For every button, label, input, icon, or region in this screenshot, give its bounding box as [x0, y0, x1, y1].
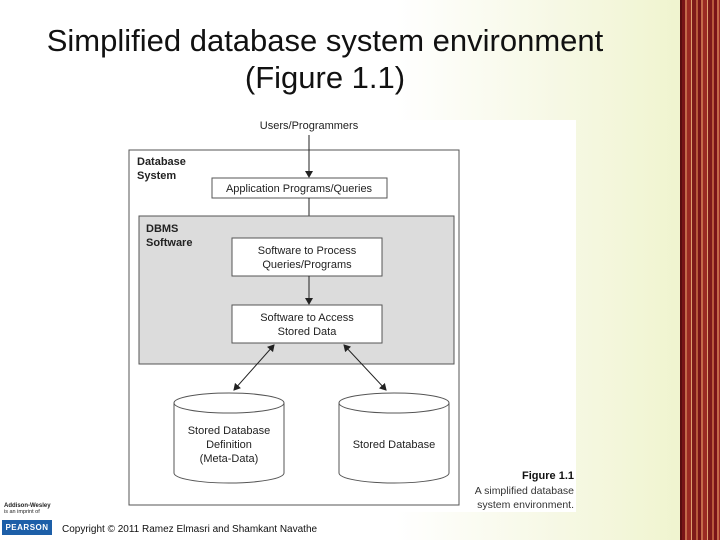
figure-caption-line-2: system environment. [477, 499, 574, 511]
metadata-label-3: (Meta-Data) [200, 453, 259, 465]
arrow-access-to-stored-db [343, 344, 387, 391]
addison-wesley-logo: Addison-Wesley is an imprint of [4, 503, 51, 515]
arrow-access-to-metadata [233, 344, 275, 391]
process-software-box [231, 237, 383, 277]
app-programs-label: Application Programs/Queries [226, 183, 373, 195]
dbms-label-1: DBMS [146, 223, 178, 235]
pearson-logo: PEARSON [2, 520, 52, 535]
process-label-2: Queries/Programs [262, 259, 352, 271]
stored-database-label: Stored Database [353, 439, 436, 451]
title-line-2: (Figure 1.1) [244, 60, 406, 95]
database-system-label-1: Database [137, 156, 186, 168]
copyright-notice: Copyright © 2011 Ramez Elmasri and Shamk… [62, 524, 318, 535]
slide-title: Simplified database system environment (… [0, 22, 650, 96]
diagram-svg: Users/Programmers Database System Applic… [128, 120, 574, 511]
title-line-1: Simplified database system environment [46, 23, 604, 58]
database-environment-figure: Users/Programmers Database System Applic… [124, 120, 576, 512]
access-software-box [231, 304, 383, 344]
metadata-label-2: Definition [206, 439, 252, 451]
app-programs-box [211, 177, 388, 199]
access-label-1: Software to Access [260, 312, 354, 324]
metadata-cylinder [173, 392, 285, 484]
database-system-label-2: System [137, 170, 176, 182]
stripe-edge [680, 0, 682, 540]
decorative-stripe [682, 0, 720, 540]
addison-wesley-name: Addison-Wesley [4, 503, 51, 509]
process-label-1: Software to Process [258, 245, 357, 257]
figure-caption-number: Figure 1.1 [522, 470, 574, 482]
users-label: Users/Programmers [260, 120, 359, 132]
stored-database-cylinder [338, 392, 450, 484]
figure-caption-line-1: A simplified database [475, 485, 574, 497]
access-label-2: Stored Data [278, 326, 338, 338]
metadata-label-1: Stored Database [188, 425, 271, 437]
addison-wesley-imprint: is an imprint of [4, 509, 40, 515]
dbms-label-2: Software [146, 237, 192, 249]
